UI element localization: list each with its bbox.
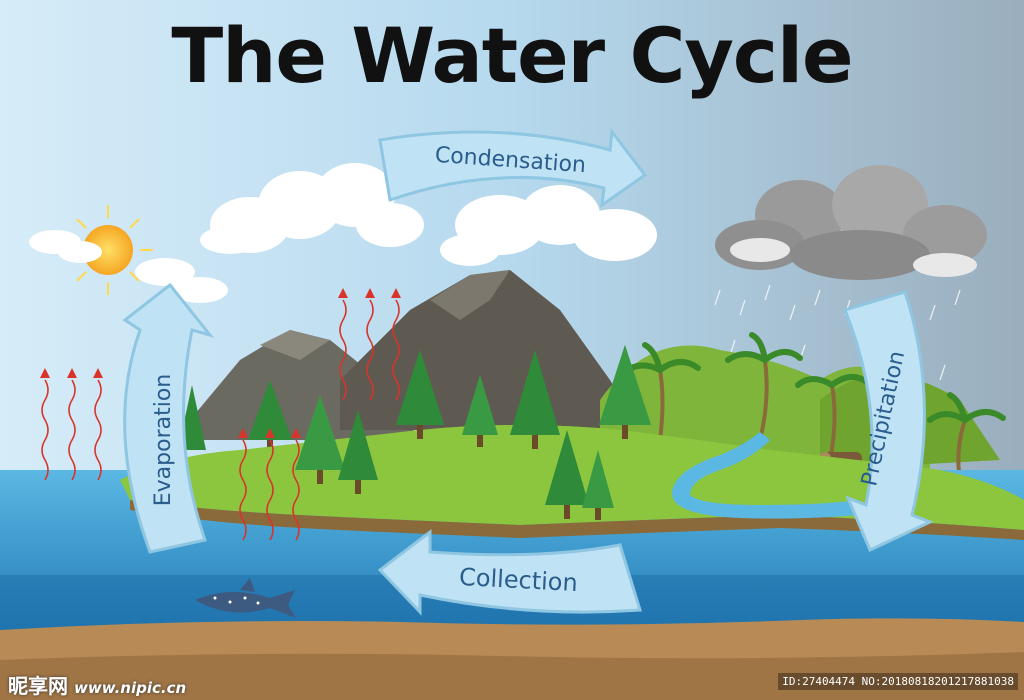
cloud-center <box>200 163 657 266</box>
evaporation-arrow: Evaporation <box>122 282 215 554</box>
island-shore-top <box>130 500 1024 540</box>
watermark-brand: 昵享网 www.nipic.cn <box>8 670 186 699</box>
pine-trees-front <box>295 345 651 520</box>
watermark-brand-text: 昵享网 <box>8 674 68 698</box>
watermark-url: www.nipic.cn <box>74 679 187 697</box>
cloud-left <box>29 230 228 303</box>
sea-bed-lower <box>0 652 1024 700</box>
evaporation-vapor <box>41 299 400 541</box>
palm-trees <box>622 332 1006 482</box>
vapor-arrowheads <box>40 288 401 438</box>
watermark-id: ID:27404474 NO:20180818201217881038 <box>778 673 1018 690</box>
page-title: The Water Cycle <box>171 11 853 100</box>
collection-label: Collection <box>458 563 578 597</box>
whale-shark-icon <box>195 578 296 618</box>
rain-cloud <box>715 165 987 280</box>
condensation-arrow: Condensation <box>378 128 648 209</box>
evaporation-label: Evaporation <box>151 374 176 507</box>
precipitation-arrow: Precipitation <box>842 290 934 553</box>
river-top <box>671 432 860 519</box>
collection-arrow: Collection <box>377 528 642 616</box>
